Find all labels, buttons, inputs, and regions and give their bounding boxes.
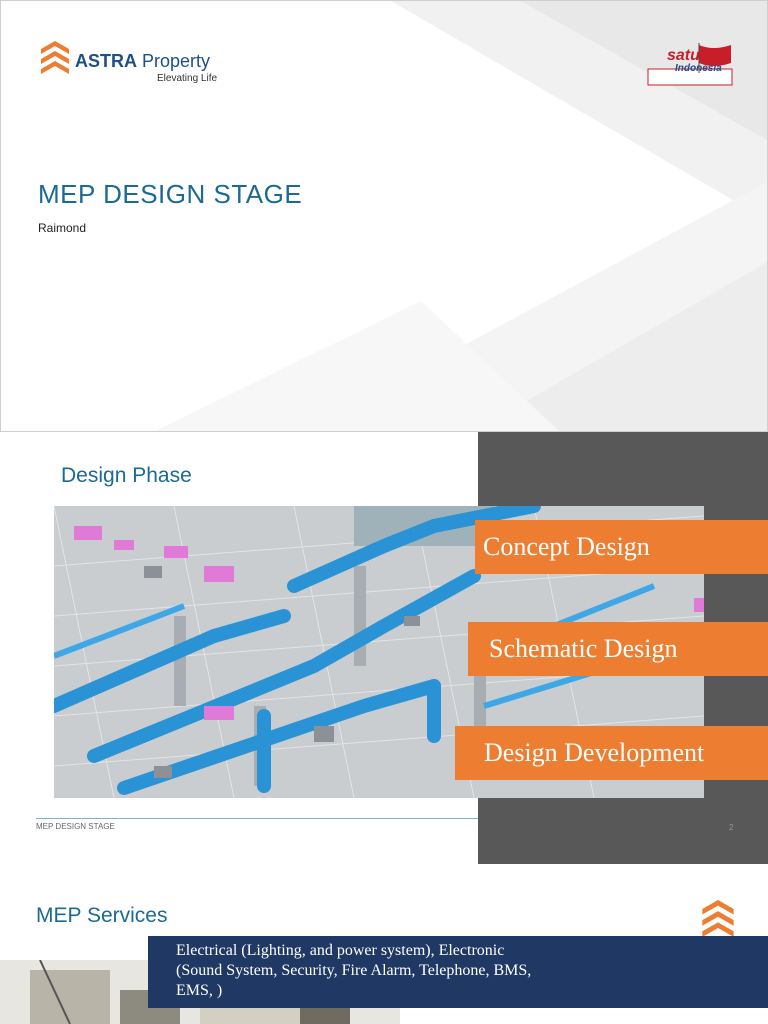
services-text-box: Electrical (Lighting, and power system),…: [148, 936, 768, 1008]
astra-property-logo: ASTRA Property Elevating Life: [39, 41, 239, 89]
phase-schematic-design: Schematic Design: [468, 622, 768, 676]
phase-design-development: Design Development: [455, 726, 768, 780]
background-facets: [155, 1, 767, 431]
design-phase-slide: Design Phase: [0, 432, 768, 864]
mep-services-slide: MEP Services Electrical (Lighting, and p…: [0, 864, 768, 1024]
astra-chevron-icon: [41, 41, 69, 74]
logo-brand-suffix: Property: [142, 51, 211, 71]
footer-divider: [36, 818, 478, 819]
logo-brand: ASTRA: [75, 51, 137, 71]
title-slide: ASTRA Property Elevating Life satu Indon…: [0, 0, 768, 432]
services-line: EMS, ): [176, 982, 223, 999]
astra-chevron-icon: [702, 900, 734, 937]
slide-title: Design Phase: [61, 464, 192, 487]
satu-text: satu: [667, 47, 700, 64]
author-name: Raimond: [38, 221, 87, 235]
services-line: (Sound System, Security, Fire Alarm, Tel…: [176, 962, 532, 979]
page-number: 2: [729, 823, 734, 832]
slide-footer: MEP DESIGN STAGE: [36, 822, 115, 831]
services-line: Electrical (Lighting, and power system),…: [176, 942, 505, 959]
flag-icon: [647, 43, 733, 86]
phase-concept-design: Concept Design: [475, 520, 768, 574]
logo-tagline: Elevating Life: [157, 73, 218, 84]
indonesia-text: Indonesia: [675, 63, 722, 74]
slide-title: MEP DESIGN STAGE: [38, 179, 303, 209]
slide-title: MEP Services: [36, 904, 168, 927]
satu-indonesia-logo: satu Indonesia: [647, 43, 733, 87]
